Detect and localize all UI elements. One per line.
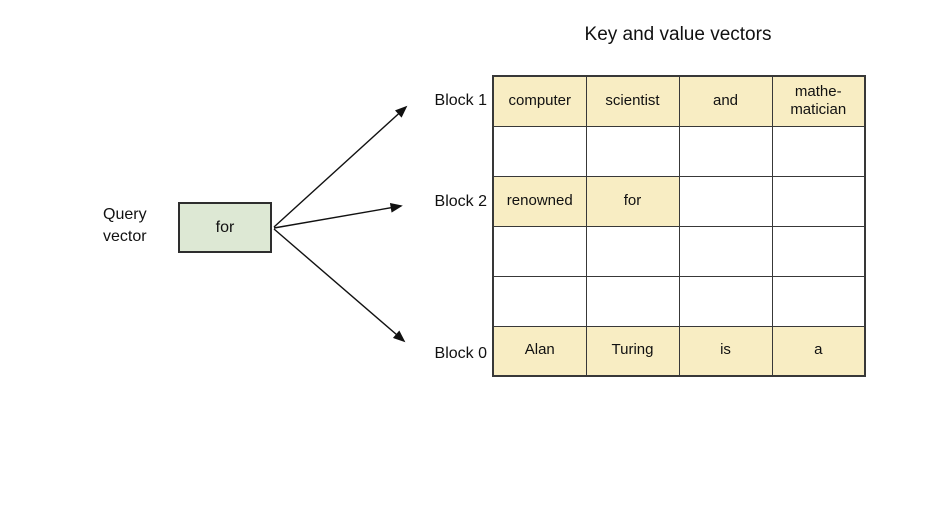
table-cell: scientist (585, 75, 680, 127)
table-cell: Turing (585, 325, 680, 377)
table-cell: a (771, 325, 866, 377)
block-0-label: Block 0 (434, 345, 487, 362)
table-cell (771, 225, 866, 277)
table-cell (585, 275, 680, 327)
table-cell (585, 125, 680, 177)
table-cell (492, 275, 587, 327)
table-cell (678, 125, 773, 177)
table-row (492, 225, 866, 277)
table-cell: for (585, 175, 680, 227)
table-cell (678, 175, 773, 227)
arrow-to-block-0 (273, 228, 406, 343)
query-vector-label: Query vector (103, 206, 147, 245)
block-2-label: Block 2 (434, 193, 487, 210)
table-cell: mathe-matician (771, 75, 866, 127)
table-cell (678, 275, 773, 327)
table-cell (771, 175, 866, 227)
diagram-title: Key and value vectors (584, 24, 772, 45)
table-cell (771, 125, 866, 177)
table-row (492, 275, 866, 327)
query-vector-box: for (178, 202, 272, 253)
table-cell: Alan (492, 325, 587, 377)
table-cell (492, 125, 587, 177)
block-1-label: Block 1 (434, 92, 487, 109)
table-cell: and (678, 75, 773, 127)
table-cell: renowned (492, 175, 587, 227)
table-cell (678, 225, 773, 277)
table-row (492, 125, 866, 177)
table-cell (771, 275, 866, 327)
table-cell: computer (492, 75, 587, 127)
table-cell: is (678, 325, 773, 377)
table-cell (492, 225, 587, 277)
query-token: for (215, 218, 235, 236)
table-cell (585, 225, 680, 277)
